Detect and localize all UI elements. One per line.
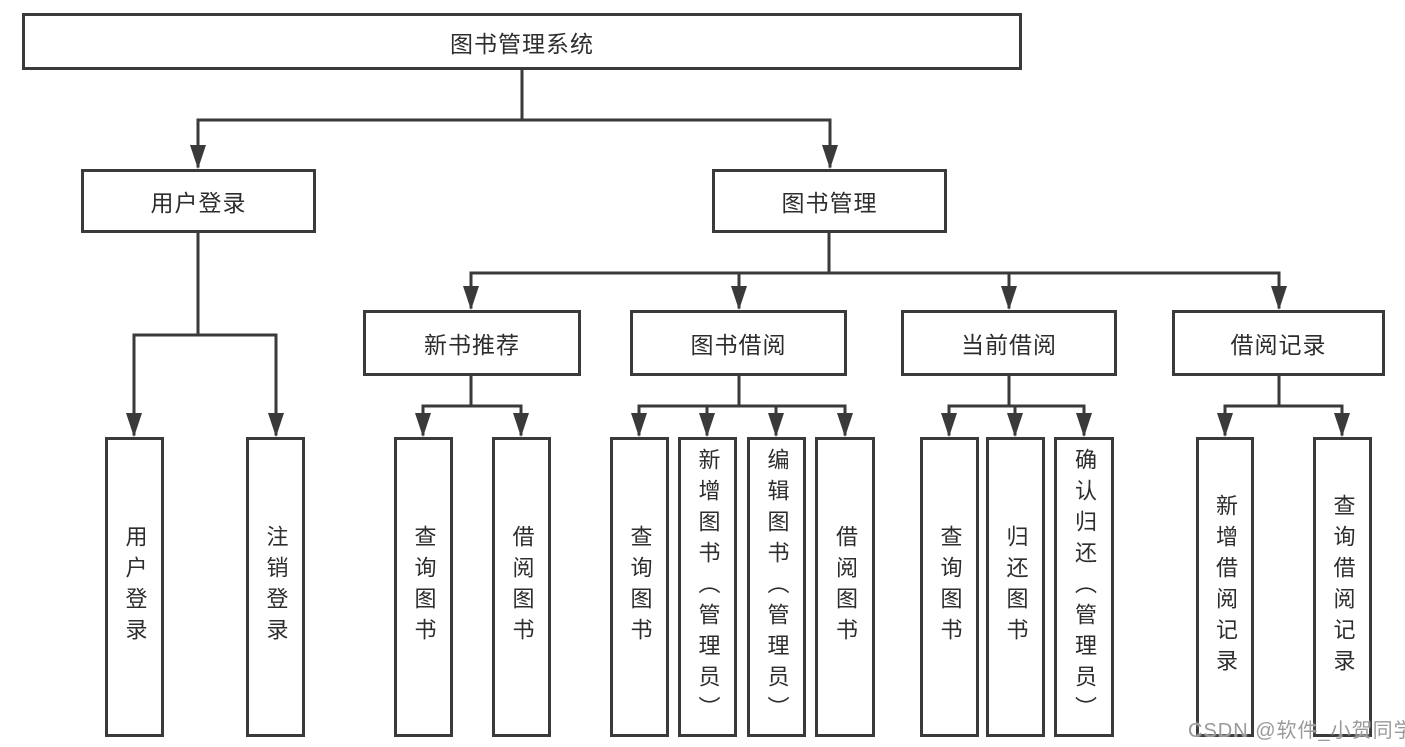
leaf-borrow-book-recommend: 借阅图书 — [492, 437, 551, 737]
leaf-query-borrow-record: 查询借阅记录 — [1313, 437, 1372, 737]
leaf-edit-book-admin: 编辑图书（管理员） — [747, 437, 806, 737]
node-new-book-recommend: 新书推荐 — [363, 310, 581, 376]
leaf-query-book-borrow: 查询图书 — [610, 437, 669, 737]
leaf-add-book-admin: 新增图书（管理员） — [678, 437, 737, 737]
leaf-confirm-return-admin: 确认归还（管理员） — [1054, 437, 1114, 737]
leaf-borrow-book: 借阅图书 — [815, 437, 875, 737]
arrowhead-icons — [126, 145, 1350, 437]
leaf-user-login: 用户登录 — [105, 437, 164, 737]
node-root: 图书管理系统 — [22, 13, 1022, 70]
watermark: CSDN @软件_小贺同学 — [1188, 720, 1405, 742]
leaf-query-book-recommend: 查询图书 — [394, 437, 453, 737]
node-book-borrow: 图书借阅 — [630, 310, 847, 376]
connector-lines — [132, 68, 1344, 436]
node-user-login: 用户登录 — [81, 169, 316, 233]
leaf-add-borrow-record: 新增借阅记录 — [1196, 437, 1254, 737]
node-book-management: 图书管理 — [712, 169, 947, 233]
leaf-logout: 注销登录 — [246, 437, 305, 737]
node-current-borrow: 当前借阅 — [901, 310, 1117, 376]
leaf-return-book: 归还图书 — [986, 437, 1045, 737]
node-borrow-records: 借阅记录 — [1172, 310, 1385, 376]
leaf-query-book-current: 查询图书 — [920, 437, 979, 737]
